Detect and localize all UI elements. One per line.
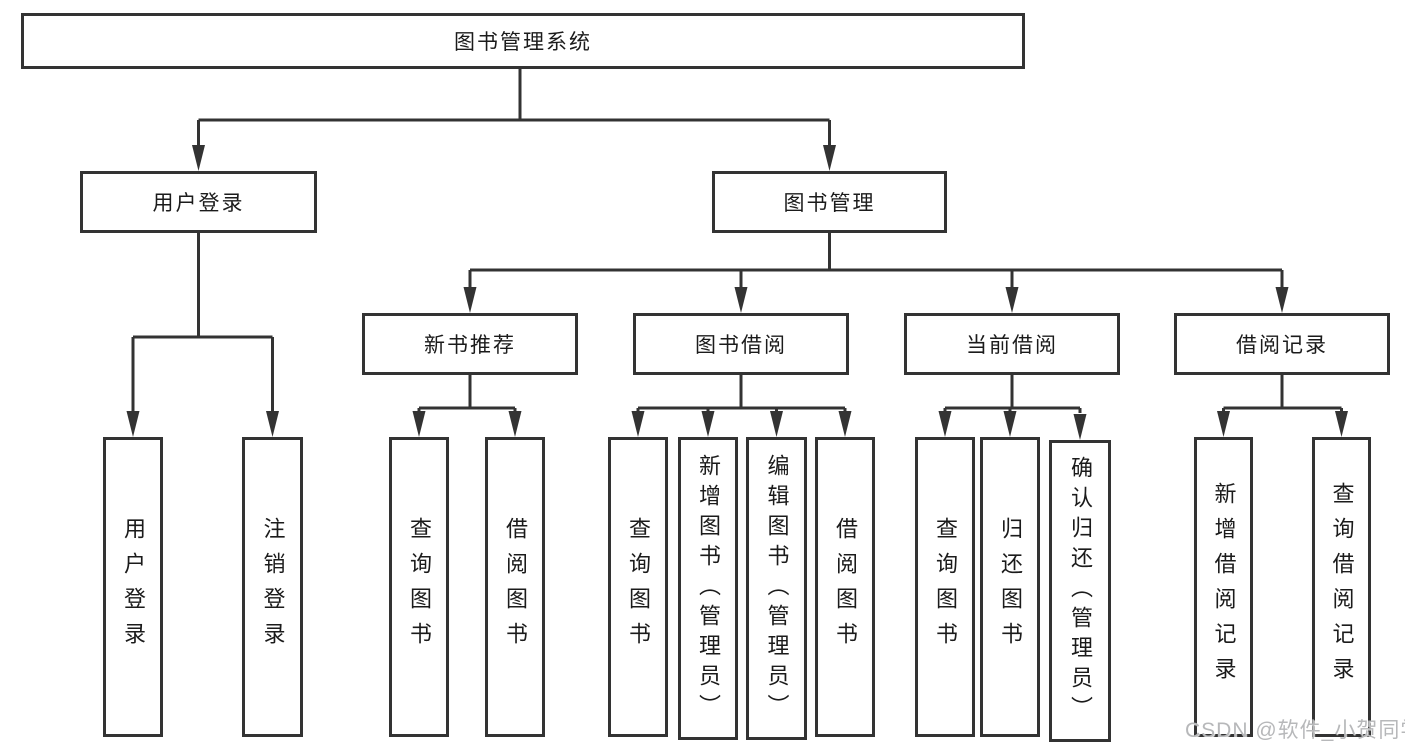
node-label: 新书推荐	[424, 334, 516, 357]
node-label: 查询图书	[933, 517, 958, 657]
leaf-borrow-books: 借阅图书	[815, 437, 875, 737]
node-new-book-recommendation: 新书推荐	[362, 313, 578, 375]
leaf-query-books-borrow: 查询图书	[608, 437, 668, 737]
node-borrowing-records: 借阅记录	[1174, 313, 1390, 375]
node-current-borrowing: 当前借阅	[904, 313, 1120, 375]
node-label: 确认归还（管理员）	[1068, 456, 1093, 726]
leaf-confirm-return-admin: 确认归还（管理员）	[1049, 440, 1111, 742]
node-label: 借阅记录	[1236, 334, 1328, 357]
node-label: 查询图书	[407, 517, 432, 657]
leaf-borrow-books-recommend: 借阅图书	[485, 437, 545, 737]
leaf-logout: 注销登录	[242, 437, 303, 737]
leaf-user-login: 用户登录	[103, 437, 163, 737]
leaf-query-borrow-record: 查询借阅记录	[1312, 437, 1371, 737]
leaf-return-books: 归还图书	[980, 437, 1040, 737]
node-label: 新增借阅记录	[1211, 482, 1237, 692]
leaf-add-books-admin: 新增图书（管理员）	[678, 437, 738, 740]
leaf-add-borrow-record: 新增借阅记录	[1194, 437, 1253, 737]
node-label: 借阅图书	[503, 517, 528, 657]
node-label: 查询借阅记录	[1329, 482, 1355, 692]
node-label: 归还图书	[998, 517, 1023, 657]
node-label: 用户登录	[152, 192, 245, 215]
node-label: 图书管理系统	[454, 31, 592, 54]
node-label: 查询图书	[626, 517, 651, 657]
leaf-query-books-current: 查询图书	[915, 437, 975, 737]
node-user-login: 用户登录	[80, 171, 317, 233]
node-label: 用户登录	[121, 517, 146, 657]
node-label: 编辑图书（管理员）	[764, 453, 790, 724]
node-label: 借阅图书	[833, 517, 858, 657]
node-library-management-system: 图书管理系统	[21, 13, 1025, 69]
node-label: 图书管理	[783, 192, 876, 215]
node-label: 新增图书（管理员）	[696, 453, 721, 724]
csdn-watermark: CSDN @软件_小贺同学	[1185, 719, 1405, 742]
node-book-management: 图书管理	[712, 171, 947, 233]
node-label: 当前借阅	[966, 334, 1058, 357]
node-label: 注销登录	[260, 517, 286, 657]
leaf-edit-books-admin: 编辑图书（管理员）	[746, 437, 807, 740]
node-label: 图书借阅	[695, 334, 787, 357]
node-book-borrowing: 图书借阅	[633, 313, 849, 375]
arrowheads	[126, 145, 1348, 440]
leaf-query-books-recommend: 查询图书	[389, 437, 449, 737]
